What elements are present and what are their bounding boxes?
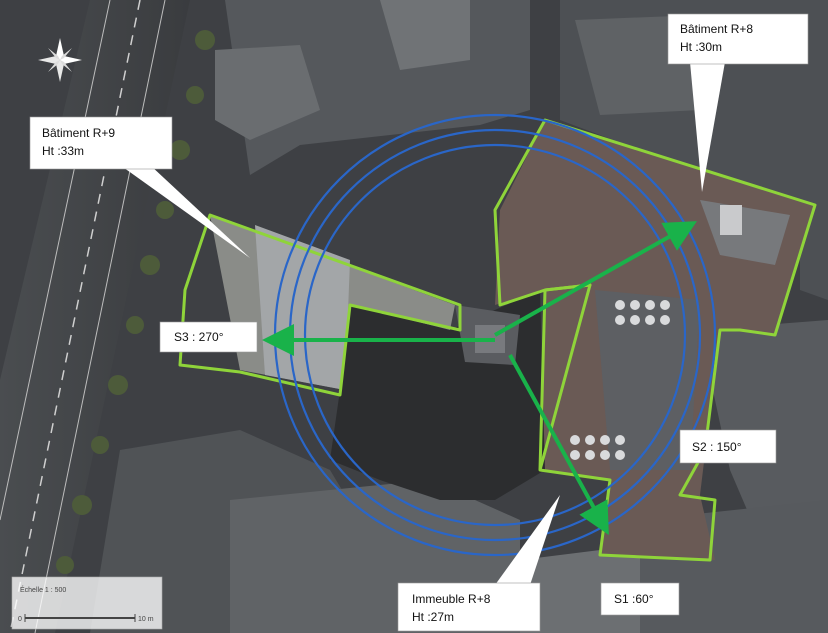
building-outlines: [178, 118, 817, 562]
callout-building-bottom-line2: Ht :27m: [412, 610, 454, 624]
scale-bar: Échelle 1 : 500 0 10 m: [11, 576, 163, 630]
scale-end: 10 m: [138, 616, 154, 623]
callout-building-bottom: Immeuble R+8 Ht :27m: [397, 495, 560, 632]
trees: [56, 30, 215, 574]
scale-label: Échelle 1 : 500: [20, 585, 66, 594]
road-edge: [34, 0, 166, 633]
sector-label-s3-text: S3 : 270°: [174, 330, 224, 344]
callout-building-top-right-line1: Bâtiment R+8: [680, 22, 753, 36]
arrow-s1: [508, 354, 609, 536]
arrow-to-building-top-right: [494, 221, 697, 337]
sector-label-s3: S3 : 270°: [159, 321, 258, 353]
sector-arrows: [262, 221, 697, 536]
callout-building-left-line1: Bâtiment R+9: [42, 126, 115, 140]
sector-label-s2: S2 : 150°: [679, 429, 777, 464]
callout-building-top-right: Bâtiment R+8 Ht :30m: [667, 13, 809, 192]
sector-label-s1-text: S1 :60°: [614, 592, 654, 606]
callout-building-top-right-line2: Ht :30m: [680, 40, 722, 54]
road-edge: [0, 0, 111, 521]
sector-label-s2-text: S2 : 150°: [692, 440, 742, 454]
callout-building-left: Bâtiment R+9 Ht :33m: [29, 116, 250, 258]
sector-label-s1: S1 :60°: [600, 582, 680, 616]
compass-rose-icon: [38, 38, 82, 82]
callout-building-bottom-line1: Immeuble R+8: [412, 592, 491, 606]
callout-building-left-line2: Ht :33m: [42, 144, 84, 158]
scale-start: 0: [18, 616, 22, 623]
